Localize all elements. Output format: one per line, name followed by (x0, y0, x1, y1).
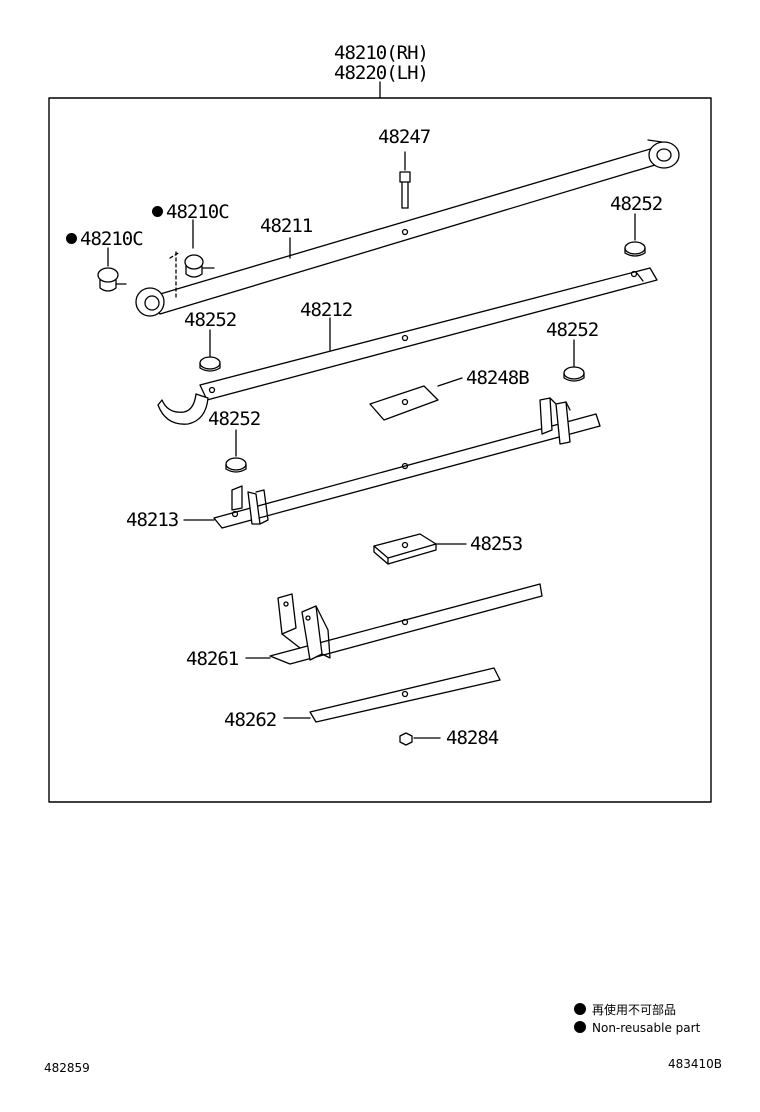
non-reusable-bullet-icon (152, 206, 163, 217)
label-48253: 48253 (470, 533, 523, 555)
part-48210c-bushing-right (169, 219, 215, 301)
label-48248b: 48248B (466, 367, 530, 389)
figure-code-right: 483410B (668, 1057, 723, 1071)
part-48210c-bushing-left (97, 267, 127, 292)
assembly-label-rh: 48210(RH) (334, 42, 429, 64)
label-48212: 48212 (300, 299, 353, 321)
label-48261: 48261 (186, 648, 239, 670)
label-48252-b: 48252 (184, 309, 237, 331)
part-48252-pad-d (225, 429, 247, 473)
legend-en: Non-reusable part (574, 1021, 700, 1034)
part-48252-pad-a (624, 213, 646, 257)
assembly-label-lh: 48220(LH) (334, 62, 429, 84)
legend-jp: 再使用不可部品 (574, 1003, 676, 1016)
part-48247-bolt (399, 151, 411, 209)
part-48248b-plate (369, 377, 463, 421)
label-48262: 48262 (224, 709, 277, 731)
non-reusable-bullet-icon (574, 1021, 586, 1033)
label-48284: 48284 (446, 727, 499, 749)
part-48213-third-leaf (183, 397, 601, 529)
part-48252-pad-b (199, 329, 221, 372)
label-48252-d: 48252 (208, 408, 261, 430)
label-48210c-b: 48210C (66, 230, 144, 249)
part-48261-fourth-leaf (245, 583, 543, 665)
part-48252-pad-c (563, 339, 585, 382)
part-48212-second-leaf (157, 267, 658, 425)
label-48210c-a: 48210C (152, 203, 230, 222)
label-48247: 48247 (378, 126, 431, 148)
label-48213: 48213 (126, 509, 179, 531)
part-48262-fifth-leaf (283, 667, 501, 723)
label-48252-a: 48252 (610, 193, 663, 215)
non-reusable-bullet-icon (574, 1003, 586, 1015)
part-48253-spacer (373, 533, 467, 565)
part-48284-nut (399, 732, 441, 746)
figure-code-left: 482859 (44, 1061, 90, 1075)
label-48211: 48211 (260, 215, 313, 237)
non-reusable-bullet-icon (66, 233, 77, 244)
label-48252-c: 48252 (546, 319, 599, 341)
part-48211-main-leaf (135, 139, 680, 317)
